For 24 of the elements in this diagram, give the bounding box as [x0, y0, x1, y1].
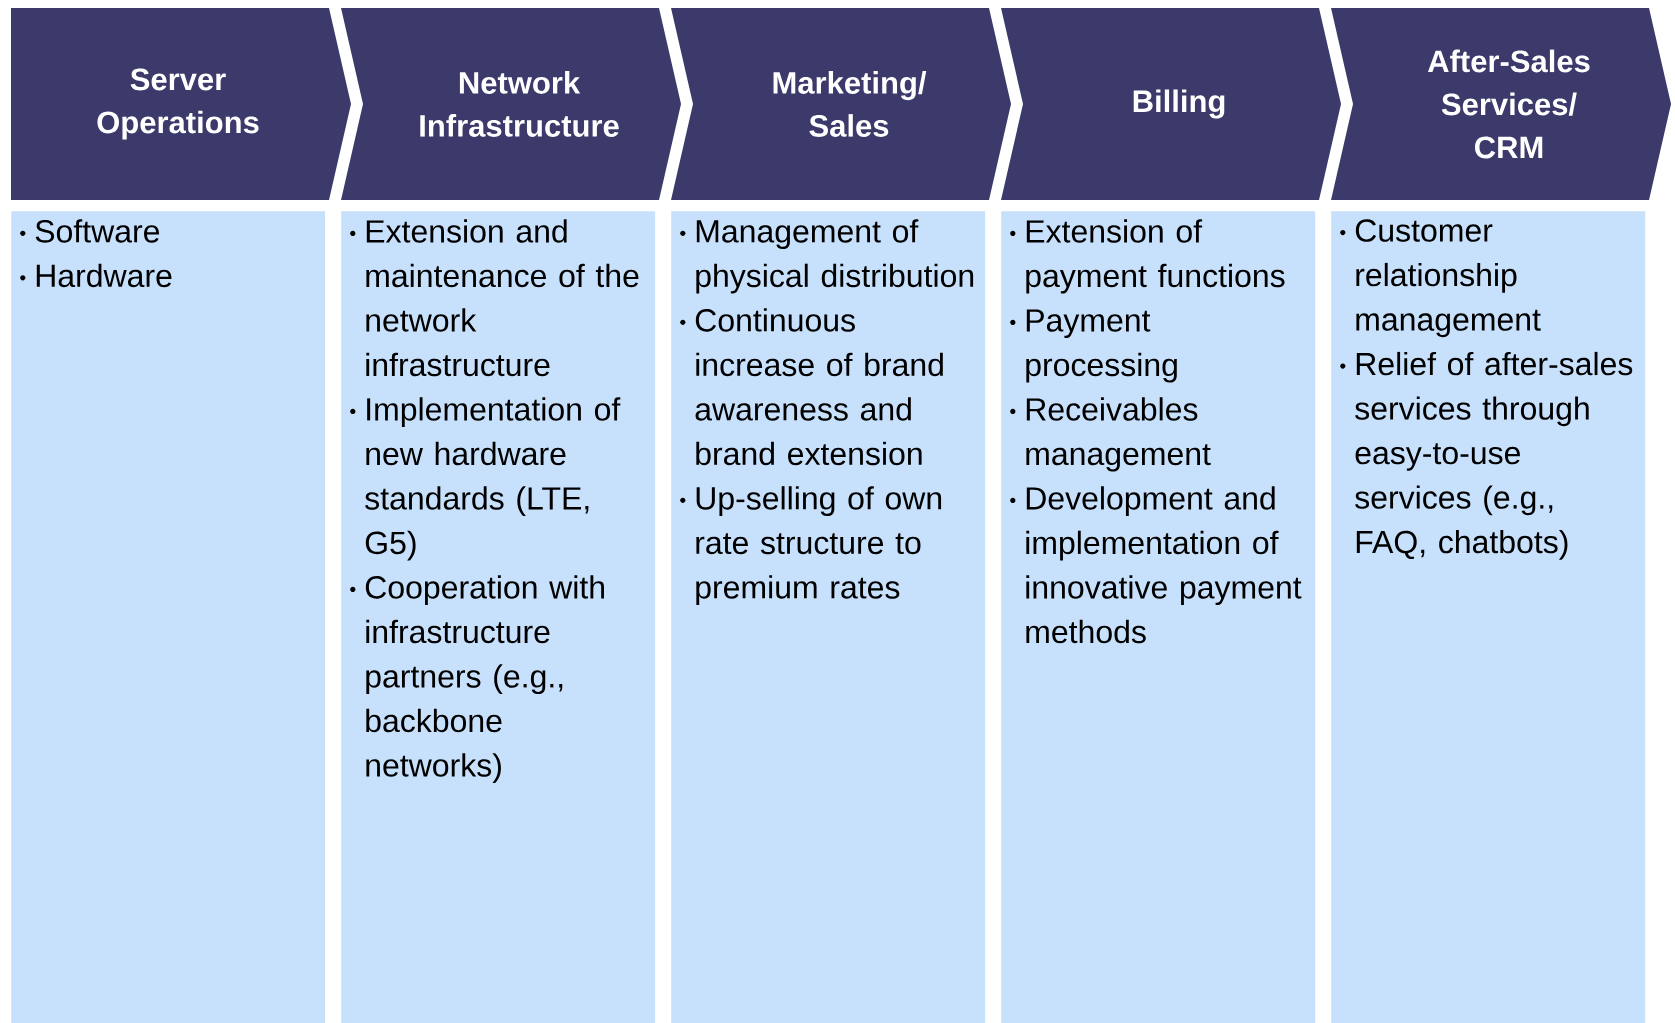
bullet-text: Hardware	[36, 263, 172, 288]
column-panel	[671, 211, 986, 1023]
chevron-header: After-Sales Services/ CRM	[1331, 8, 1671, 200]
bullet-text: Extension and maintenance of the network infrastructure	[366, 219, 639, 377]
bullet-text: Development and implementation of innovative payment methods	[1026, 486, 1302, 644]
bullet-text: Implementation of new hardware standards (LTE, G5)	[365, 397, 621, 561]
bullet-text: Customer relationship management	[1355, 219, 1541, 338]
bullet-text: Extension of payment functions	[1026, 219, 1285, 294]
bullet-text: Software	[35, 219, 160, 243]
column-panel	[1001, 211, 1316, 1023]
chevron-header: Network Infrastructure	[341, 8, 681, 200]
bullet-text: Payment processing	[1026, 309, 1177, 383]
chevron-header: Server Operations	[11, 8, 351, 200]
bullet-text: Up-selling of own rate structure to premium rates	[696, 486, 942, 605]
bullet-text: Receivables management	[1026, 397, 1211, 472]
bullet-text: Relief of after-sales services through easy-to-use services (e.g., FAQ, chatbots)	[1355, 351, 1633, 560]
column-panel	[1331, 211, 1646, 1023]
bullet-text: Continuous increase of brand awareness and brand extension	[695, 308, 943, 466]
bullet-text: Cooperation with infrastructure partners (e.g., backbone networks)	[365, 575, 604, 783]
column-panel	[11, 211, 326, 1023]
bullet-text: Management of physical distribution	[696, 219, 974, 294]
column-panel	[341, 211, 656, 1023]
chevron-header: Billing	[1001, 8, 1341, 200]
chevron-header: Marketing/ Sales	[671, 8, 1011, 200]
